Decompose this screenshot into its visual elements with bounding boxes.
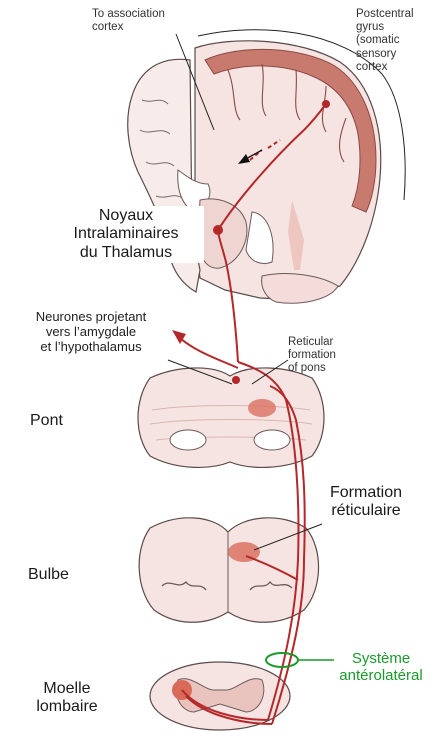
neurones-label: Neurones projetant vers l’amygdale et l’… (16, 310, 166, 355)
cortex-neuron (322, 100, 330, 108)
reticular-pons-label: Reticular formation of pons (288, 336, 336, 376)
pont-label: Pont (30, 412, 63, 430)
amygdala-projection (180, 338, 238, 368)
association-cortex-label: To association cortex (92, 8, 165, 34)
medulla-section (139, 518, 318, 622)
systeme-label: Système antérolatéral (326, 650, 436, 685)
pons-neuron (232, 376, 240, 384)
pons-right-tract (254, 430, 290, 450)
pons-reticular-nucleus (248, 399, 276, 417)
moelle-label: Moelle lombaire (22, 680, 112, 717)
postcentral-gyrus-label: Postcentral gyrus (somatic sensory corte… (356, 8, 414, 74)
bulbe-label: Bulbe (28, 566, 69, 584)
pons-left-tract (170, 430, 206, 450)
medulla-outline (139, 518, 318, 622)
noyaux-label: Noyaux Intralaminaires du Thalamus (48, 206, 204, 263)
formation-label: Formation réticulaire (306, 484, 426, 521)
thalamus-neuron (213, 225, 223, 235)
